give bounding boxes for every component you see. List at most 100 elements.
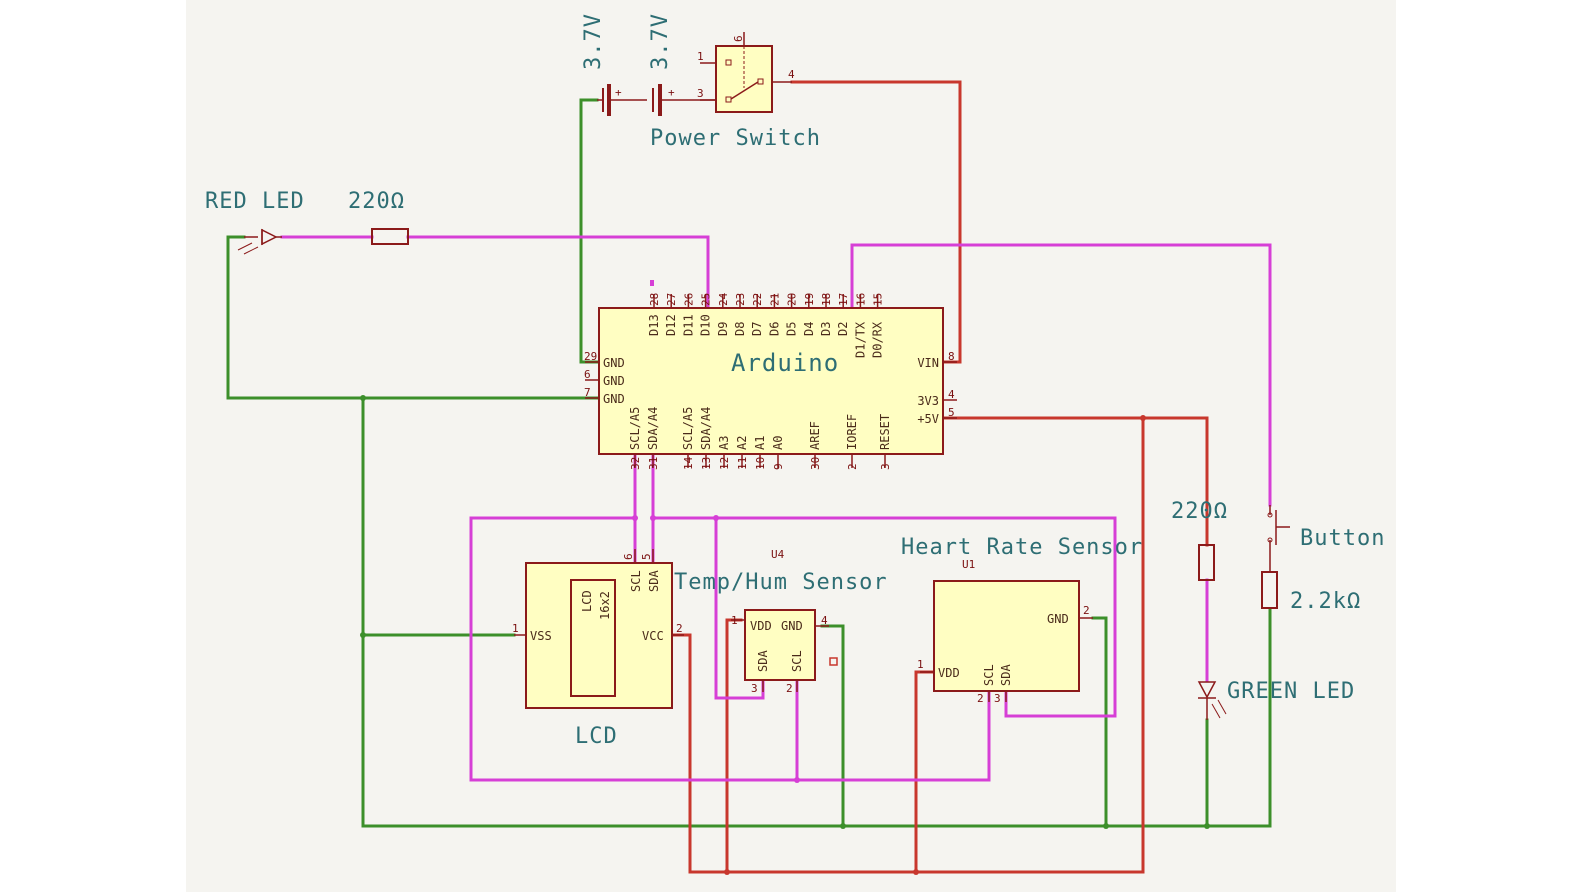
svg-text:+: + [615, 86, 622, 99]
arduino-pin-num: 16 [854, 293, 867, 306]
temp-sda-pin: SDA [756, 650, 770, 672]
heart-rate-sensor[interactable]: VDD GND SCL SDA 1 2 2 3 U1 Heart Rate Se… [901, 535, 1143, 705]
green-led[interactable]: GREEN LED [1197, 679, 1355, 720]
resistor-red[interactable]: 220Ω [348, 189, 409, 245]
arduino-board[interactable]: Arduino D1328D1227D1126D1025D924D823D722… [584, 292, 957, 470]
temp-gnd-pin: GND [781, 619, 803, 633]
arduino-pin-num: 28 [648, 293, 661, 306]
arduino-pin-num: 22 [751, 293, 764, 306]
temp-scl-pin: SCL [790, 650, 804, 672]
temp-pin-num: 1 [731, 614, 738, 627]
arduino-pin-label: SCL/A5 [628, 407, 642, 450]
arduino-pin-num: 9 [772, 463, 785, 470]
arduino-pin-num: 5 [948, 406, 955, 419]
arduino-pin-label: SCL/A5 [681, 407, 695, 450]
arduino-pin-num: 18 [820, 293, 833, 306]
lcd-sda-pin: SDA [647, 570, 661, 592]
arduino-pin-num: 11 [736, 457, 749, 470]
red-led-label: RED LED [205, 189, 305, 214]
arduino-pin-num: 3 [879, 463, 892, 470]
heart-sda-pin: SDA [999, 664, 1013, 686]
lcd-scl-pin: SCL [629, 570, 643, 592]
battery-2-label: 3.7V [648, 13, 673, 70]
heart-pin-num: 2 [1083, 604, 1090, 617]
arduino-pin-label: D11 [681, 314, 695, 336]
arduino-pin-label: D12 [664, 314, 678, 336]
arduino-pin-num: 12 [718, 457, 731, 470]
heart-ref: U1 [962, 558, 975, 571]
svg-text:+: + [668, 86, 675, 99]
arduino-pin-label: D1/TX [853, 321, 867, 358]
temp-hum-sensor[interactable]: VDD GND SDA SCL 1 4 3 2 U4 Temp/Hum Sens… [674, 548, 888, 695]
arduino-pin-num: 17 [837, 293, 850, 306]
heart-pin-num: 2 [977, 692, 984, 705]
arduino-pin-label: D10 [699, 314, 713, 336]
heart-gnd-pin: GND [1047, 612, 1069, 626]
arduino-pin-label: D4 [802, 322, 816, 336]
resistor-green-label: 220Ω [1171, 499, 1228, 524]
arduino-pin-num: 19 [803, 293, 816, 306]
arduino-pin-num: 27 [665, 293, 678, 306]
arduino-pin-num: 6 [584, 368, 591, 381]
arduino-pin-label: D9 [716, 322, 730, 336]
battery-1[interactable]: + 3.7V [581, 13, 647, 116]
arduino-pin-num: 10 [754, 457, 767, 470]
arduino-pin-num: 25 [700, 293, 713, 306]
heart-pin-num: 1 [917, 658, 924, 671]
arduino-pin-label: IOREF [845, 414, 859, 450]
arduino-pin-label: SDA/A4 [699, 407, 713, 450]
arduino-pin-label: D8 [733, 322, 747, 336]
arduino-pin-label: D13 [647, 314, 661, 336]
button-label: Button [1300, 526, 1385, 551]
temp-hum-label: Temp/Hum Sensor [674, 570, 888, 595]
arduino-pin-num: 15 [872, 293, 885, 306]
arduino-pin-num: 2 [846, 463, 859, 470]
green-led-label: GREEN LED [1227, 679, 1355, 704]
resistor-red-label: 220Ω [348, 189, 405, 214]
junctions [360, 395, 1210, 875]
arduino-pin-num: 29 [584, 350, 597, 363]
arduino-pin-label: D3 [819, 322, 833, 336]
lcd-vss-pin: VSS [530, 629, 552, 643]
arduino-pin-label: RESET [878, 414, 892, 450]
arduino-pin-num: 20 [786, 293, 799, 306]
lcd-pin-num: 5 [640, 553, 653, 560]
heart-vdd-pin: VDD [938, 666, 960, 680]
arduino-bottom-pins: SCL/A532SDA/A431SCL/A514SDA/A413A312A211… [628, 407, 892, 470]
lcd-size-label: 16x2 [598, 591, 612, 620]
heart-rate-label: Heart Rate Sensor [901, 535, 1143, 560]
power-switch[interactable]: 1 3 4 6 Power Switch [650, 32, 821, 151]
push-button[interactable]: Button [1267, 505, 1385, 572]
arduino-pin-num: 32 [629, 457, 642, 470]
power-switch-label: Power Switch [650, 126, 821, 151]
lcd-pin-num: 1 [512, 622, 519, 635]
arduino-pin-num: 4 [948, 388, 955, 401]
arduino-pin-num: 14 [682, 456, 695, 470]
switch-pin-1: 1 [697, 50, 704, 63]
resistor-button-label: 2.2kΩ [1290, 589, 1361, 614]
lcd-display[interactable]: LCD 16x2 VSS VCC SCL SDA 1 2 6 5 LCD [512, 549, 684, 749]
arduino-pin-num: 30 [809, 457, 822, 470]
arduino-pin-label: D6 [767, 322, 781, 336]
arduino-pin-label: A3 [717, 436, 731, 450]
red-led[interactable]: RED LED [205, 189, 305, 255]
arduino-pin-label: AREF [808, 421, 822, 450]
arduino-pin-num: 21 [768, 293, 781, 306]
lcd-inner-label: LCD [580, 590, 594, 612]
arduino-pin-num: 26 [682, 293, 695, 306]
arduino-pin-label: SDA/A4 [646, 407, 660, 450]
arduino-pin-label: GND [603, 392, 625, 406]
resistor-button[interactable]: 2.2kΩ [1261, 571, 1361, 614]
temp-pin-num: 3 [751, 682, 758, 695]
arduino-pin-num: 8 [948, 350, 955, 363]
switch-pin-3: 3 [697, 87, 704, 100]
arduino-pin-label: GND [603, 374, 625, 388]
arduino-pin-num: 24 [717, 292, 730, 306]
arduino-pin-num: 23 [734, 293, 747, 306]
heart-pin-num: 3 [994, 692, 1001, 705]
resistor-green[interactable]: 220Ω [1171, 499, 1228, 581]
arduino-pin-label: A2 [735, 436, 749, 450]
